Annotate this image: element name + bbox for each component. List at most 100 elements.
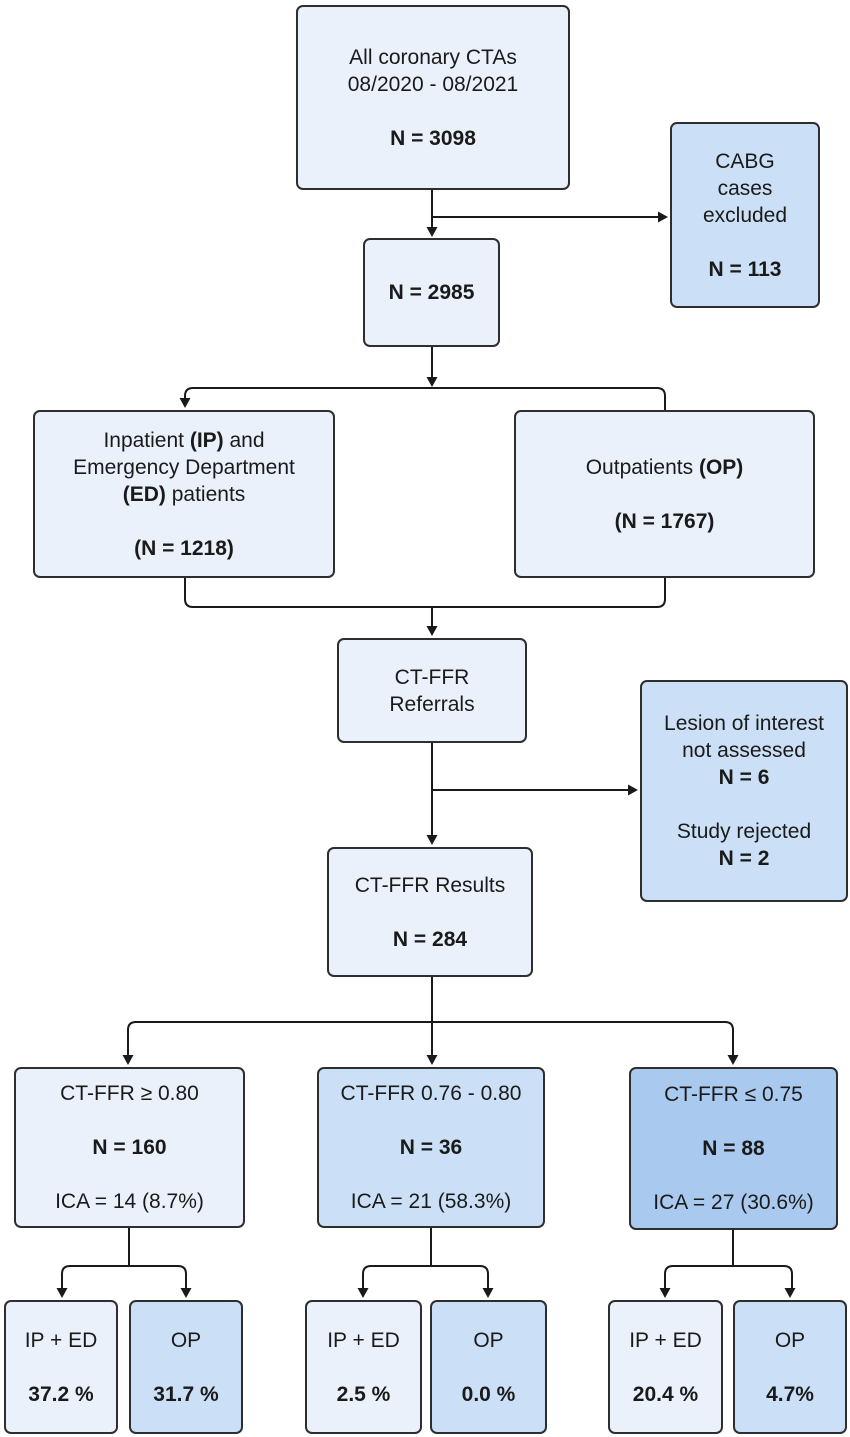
box-text-line: CT-FFR 0.76 - 0.80: [340, 1082, 522, 1105]
box-text-line: Inpatient (IP) and: [103, 428, 265, 452]
box-text-line: [663, 1354, 669, 1381]
box-ctffr-076-080: CT-FFR 0.76 - 0.80 N = 36 ICA = 21 (58.3…: [317, 1067, 545, 1228]
box-text-line: [731, 1108, 737, 1135]
box-text-line: [486, 1354, 492, 1381]
arrowhead-down-icon: [784, 1288, 796, 1298]
box-text-line: 4.7%: [766, 1382, 814, 1406]
box-text-line: Study rejected: [676, 820, 812, 843]
box-lesion-not-assessed: Lesion of interest not assessed N = 6 Stud…: [640, 680, 848, 902]
box-n-2985: N = 2985: [363, 238, 500, 347]
box-text-line: [428, 1107, 434, 1134]
box-text-line: CABG: [715, 149, 775, 173]
arrowhead-down-icon: [426, 227, 438, 237]
arrowhead-down-icon: [482, 1288, 494, 1298]
box-text-line: [741, 791, 747, 818]
box-text-line: N = 2985: [388, 281, 475, 304]
box-text-line: (ED) patients: [122, 482, 246, 506]
box-text-line: [127, 1161, 133, 1188]
arrowhead-down-icon: [727, 1055, 739, 1065]
connector-lines: [61, 189, 793, 1290]
box-text-line: OP: [774, 1328, 806, 1352]
box-outpatients: Outpatients (OP) (N = 1767): [514, 410, 815, 578]
arrowhead-down-icon: [180, 1288, 192, 1298]
box-text-line: N = 88: [702, 1137, 765, 1160]
box-text-line: (N = 1767): [614, 509, 715, 533]
box-text-line: CT-FFR ≥ 0.80: [60, 1082, 199, 1105]
box-text-line: IP + ED: [327, 1328, 400, 1352]
box-all-coronary-ctas: All coronary CTAs 08/2020 - 08/2021 N = 3…: [296, 5, 570, 190]
box-text-line: 31.7 %: [153, 1382, 219, 1406]
box-text-line: cases: [717, 176, 773, 200]
arrowhead-down-icon: [357, 1288, 369, 1298]
arrowhead-down-icon: [179, 398, 191, 408]
box-text-line: (N = 1218): [134, 536, 234, 560]
arrowhead-down-icon: [426, 1055, 438, 1065]
box-text-line: [181, 508, 187, 535]
box-text-line: 20.4 %: [632, 1382, 699, 1406]
arrowhead-down-icon: [56, 1288, 68, 1298]
connector-merge-bar-patients: [184, 577, 666, 608]
box-group3-ip-ed: IP + ED 20.4 %: [608, 1300, 723, 1434]
box-text-line: Lesion of interest: [664, 712, 824, 735]
arrowhead-down-icon: [426, 377, 438, 387]
box-text-line: [427, 899, 433, 926]
box-text-line: [742, 229, 748, 256]
box-text-line: 0.0 %: [461, 1382, 516, 1406]
arrowhead-down-icon: [122, 1055, 134, 1065]
arrowhead-down-icon: [659, 1288, 671, 1298]
arrowhead-right-icon: [628, 784, 638, 796]
box-text-line: N = 2: [718, 847, 770, 870]
box-text-line: N = 284: [392, 927, 468, 951]
box-text-line: CT-FFR Results: [354, 873, 506, 897]
box-text-line: [428, 1161, 434, 1188]
box-ctffr-le-075: CT-FFR ≤ 0.75 N = 88 ICA = 27 (30.6%): [629, 1067, 838, 1230]
box-text-line: [662, 481, 668, 508]
box-text-line: [127, 1107, 133, 1134]
box-ctffr-results: CT-FFR Results N = 284: [327, 847, 533, 977]
box-group1-op: OP 31.7 %: [129, 1300, 243, 1434]
box-group1-ip-ed: IP + ED 37.2 %: [4, 1300, 118, 1434]
box-text-line: ICA = 14 (8.7%): [55, 1190, 204, 1213]
box-group2-ip-ed: IP + ED 2.5 %: [305, 1300, 422, 1434]
box-text-line: not assessed: [682, 739, 806, 762]
box-text-line: Outpatients (OP): [585, 455, 744, 479]
box-ctffr-referrals: CT-FFR Referrals: [337, 638, 527, 743]
box-text-line: [787, 1354, 793, 1381]
box-text-line: IP + ED: [629, 1328, 702, 1352]
box-text-line: N = 160: [92, 1136, 167, 1159]
box-group3-op: OP 4.7%: [733, 1300, 847, 1434]
box-text-line: excluded: [702, 203, 788, 227]
box-text-line: N = 6: [718, 766, 770, 789]
box-text-line: IP + ED: [24, 1328, 98, 1352]
box-text-line: [361, 1354, 367, 1381]
box-text-line: ICA = 27 (30.6%): [653, 1191, 814, 1214]
box-text-line: CT-FFR ≤ 0.75: [664, 1083, 803, 1106]
box-text-line: [731, 1162, 737, 1189]
box-text-line: Referrals: [389, 692, 475, 716]
box-text-line: 08/2020 - 08/2021: [347, 72, 519, 96]
box-text-line: [58, 1354, 64, 1381]
box-text-line: N = 3098: [390, 126, 476, 150]
arrowhead-right-icon: [658, 211, 668, 223]
box-text-line: 2.5 %: [336, 1382, 391, 1406]
box-text-line: [430, 98, 436, 125]
box-text-line: 37.2 %: [28, 1382, 94, 1406]
connector-split-bar-group2: [362, 1265, 489, 1290]
box-text-line: All coronary CTAs: [349, 45, 517, 69]
connector-split-bar-group1: [61, 1265, 187, 1290]
box-text-line: OP: [170, 1328, 202, 1352]
connector-split-bar-group3: [664, 1265, 793, 1290]
box-text-line: OP: [473, 1328, 504, 1352]
box-text-line: ICA = 21 (58.3%): [350, 1190, 512, 1213]
box-text-line: [183, 1354, 189, 1381]
box-text-line: Emergency Department: [73, 455, 295, 479]
arrowhead-down-icon: [426, 835, 438, 845]
arrowhead-down-icon: [426, 626, 438, 636]
box-group2-op: OP 0.0 %: [430, 1300, 547, 1434]
box-text-line: CT-FFR: [394, 665, 470, 689]
connector-split-bar-categories: [127, 1021, 734, 1057]
